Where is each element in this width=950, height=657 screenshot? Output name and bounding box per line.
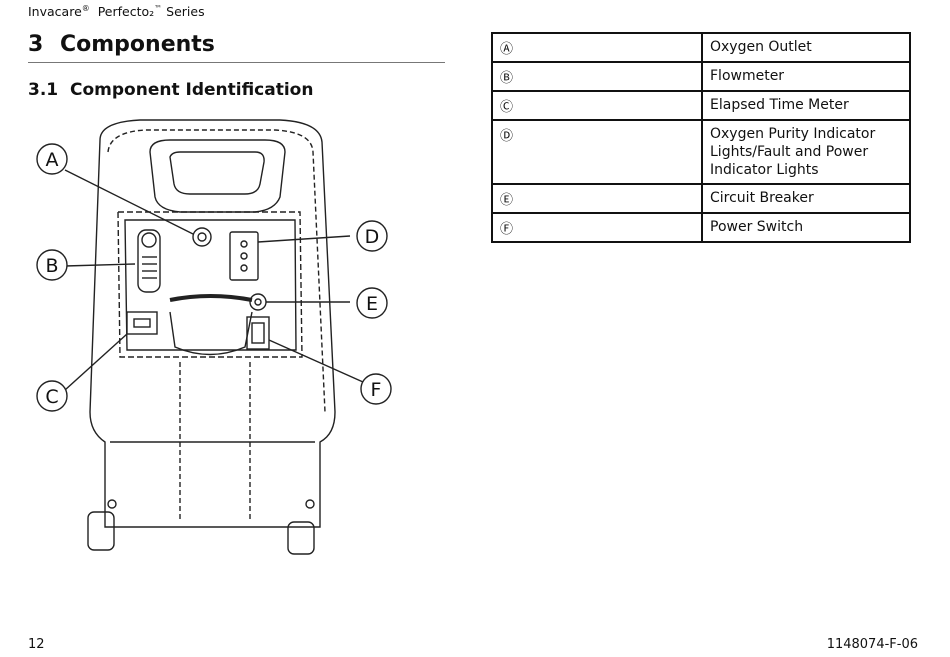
component-letter: Ⓒ (491, 90, 703, 121)
table-row: Ⓔ Circuit Breaker (491, 183, 911, 214)
component-name: Elapsed Time Meter (701, 90, 911, 121)
section-heading: 3 Components (28, 32, 445, 63)
section-number: 3 (28, 32, 44, 57)
table-row: Ⓐ Oxygen Outlet (491, 32, 911, 63)
component-letter: Ⓔ (491, 183, 703, 214)
component-letter: Ⓑ (491, 61, 703, 92)
component-name: Oxygen Outlet (701, 32, 911, 63)
callout-b: B (45, 255, 58, 277)
document-code: 1148074-F-06 (826, 637, 918, 652)
running-header: Invacare® Perfecto₂™ Series (28, 4, 205, 19)
oxygen-concentrator-illustration: A B C D E F (36, 119, 392, 555)
header-brand: Invacare (28, 4, 82, 20)
component-name: Circuit Breaker (701, 183, 911, 214)
header-brand-mark: ® (81, 4, 90, 13)
component-name: Oxygen Purity Indicator Lights/Fault and… (701, 119, 911, 185)
component-table: Ⓐ Oxygen Outlet Ⓑ Flowmeter Ⓒ Elapsed Ti… (491, 32, 911, 243)
callout-f: F (371, 379, 382, 401)
table-row: Ⓒ Elapsed Time Meter (491, 90, 911, 121)
header-series: Series (166, 4, 205, 20)
page-number: 12 (28, 637, 45, 652)
callout-d: D (365, 226, 380, 248)
header-product-mark: ™ (154, 4, 163, 13)
component-letter: Ⓐ (491, 32, 703, 63)
header-product: Perfecto₂ (97, 4, 155, 20)
subsection-number: 3.1 (28, 80, 59, 100)
callout-e: E (366, 293, 378, 315)
component-name: Flowmeter (701, 61, 911, 92)
component-letter: Ⓓ (491, 119, 703, 185)
callout-c: C (45, 386, 58, 408)
table-row: Ⓕ Power Switch (491, 212, 911, 243)
component-letter: Ⓕ (491, 212, 703, 243)
component-name: Power Switch (701, 212, 911, 243)
callout-a: A (46, 149, 59, 171)
table-row: Ⓑ Flowmeter (491, 61, 911, 92)
section-title: Components (60, 32, 215, 57)
subsection-title: Component Identification (70, 80, 314, 100)
table-row: Ⓓ Oxygen Purity Indicator Lights/Fault a… (491, 119, 911, 185)
subsection-heading: 3.1 Component Identification (28, 80, 313, 100)
